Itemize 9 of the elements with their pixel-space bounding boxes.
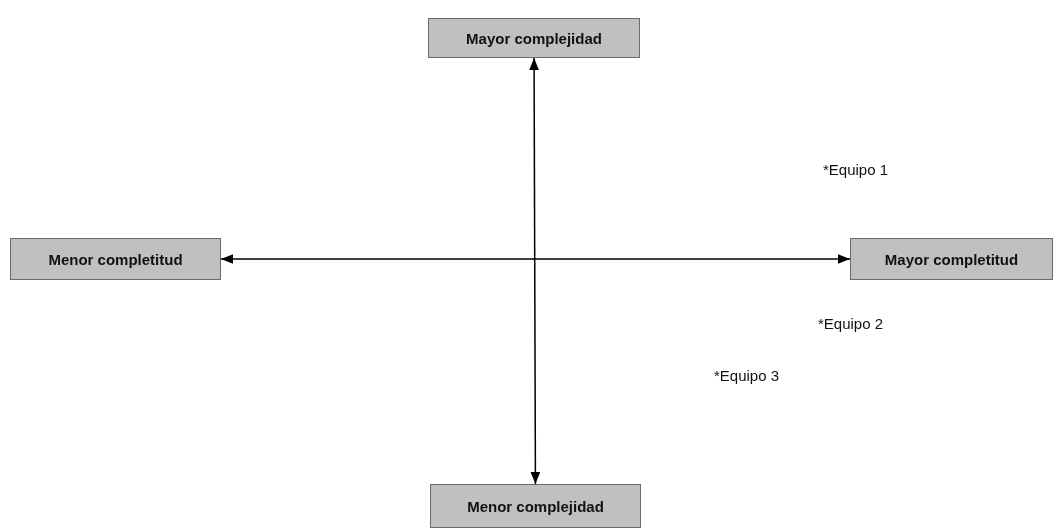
team-label: *Equipo 2 [818,315,884,332]
axis-label-box: Mayor completitud [850,238,1053,280]
team-label: *Equipo 3 [714,367,780,384]
double-arrow [220,254,851,264]
double-arrow [529,57,541,485]
axis-label-box: Menor complejidad [430,484,641,528]
axis-label-box: Mayor complejidad [428,18,640,58]
axis-label-box: Menor completitud [10,238,221,280]
team-label: *Equipo 1 [823,161,889,178]
